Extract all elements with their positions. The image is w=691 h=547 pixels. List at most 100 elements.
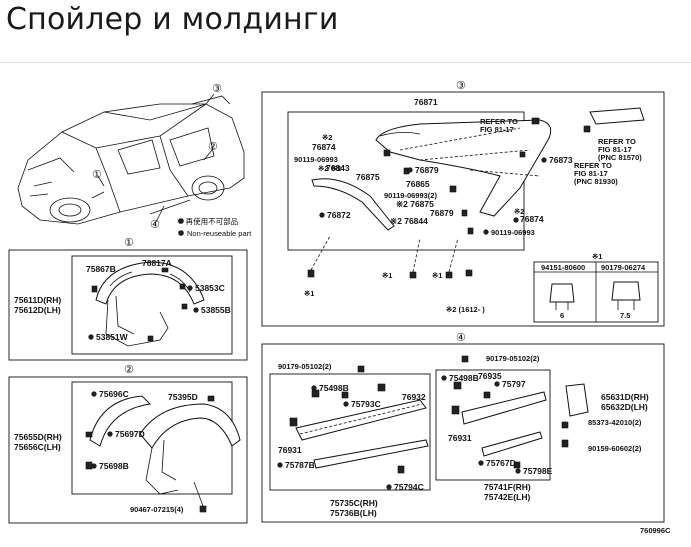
label-note: ※2 (1612- )	[446, 305, 485, 314]
car-callout-1: ①	[92, 169, 102, 181]
title-divider	[0, 62, 691, 63]
panel-3-frame	[261, 91, 665, 327]
label-90467: 90467-07215(4)	[130, 505, 184, 514]
label-refer3: REFER TO	[574, 161, 612, 170]
side-moldings	[289, 355, 589, 474]
car-callout-4: ④	[150, 219, 160, 231]
label-76843: 76843	[326, 163, 350, 173]
label-75793C: 75793C	[351, 399, 381, 409]
inset-dim-1: 6	[560, 311, 564, 320]
label-90119c: 90119-06993	[491, 228, 535, 237]
label-75498B-b: 75498B	[449, 373, 479, 383]
panel-4-inner-left	[269, 373, 431, 491]
inset-header-2: 90179-06274	[601, 263, 646, 272]
label-76931-a: 76931	[278, 445, 302, 455]
label-75742E: 75742E(LH)	[484, 492, 530, 502]
label-53855B: 53855B	[201, 305, 231, 315]
car-callout-2: ②	[208, 141, 218, 153]
label-75767D: 75767D	[486, 458, 516, 468]
wheel-arch-molding-rear	[85, 395, 241, 513]
label-53853C: 53853C	[195, 283, 225, 293]
label-76865: 76865	[406, 179, 430, 189]
label-76874a: 76874	[312, 142, 336, 152]
label-76873: 76873	[549, 155, 573, 165]
page-title: Спойлер и молдинги	[6, 2, 339, 37]
label-90119a: 90119-06993	[294, 155, 338, 164]
label-75612D: 75612D(LH)	[14, 305, 61, 315]
legend-en: Non-reuseable part	[187, 229, 252, 238]
panel-4-inner-right	[435, 369, 551, 481]
label-m1a: ※1	[304, 289, 314, 298]
label-65631D: 65631D(RH)	[601, 392, 649, 402]
label-90159: 90159-60602(2)	[588, 444, 642, 453]
label-m1b: ※1	[382, 271, 392, 280]
label-75736B: 75736B(LH)	[330, 508, 377, 518]
label-75797: 75797	[502, 379, 526, 389]
label-75787B: 75787B	[285, 460, 315, 470]
rear-spoiler	[307, 107, 645, 279]
car-callout-3: ③	[212, 83, 222, 95]
label-76932: 76932	[402, 392, 426, 402]
label-refer2: REFER TO	[598, 137, 636, 146]
footer-code: 760996C	[640, 526, 671, 535]
label-76931-b: 76931	[448, 433, 472, 443]
label-m2b: ※2 ※2	[318, 164, 341, 173]
label-m1c: ※1	[432, 271, 442, 280]
label-75867B: 75867B	[86, 264, 116, 274]
panel-4-frame	[261, 343, 665, 523]
label-75735C: 75735C(RH)	[330, 498, 378, 508]
label-85373: 85373-42010(2)	[588, 418, 642, 427]
label-76874b: 76874	[520, 214, 544, 224]
label-m2c: ※2	[514, 207, 524, 216]
inset-title: ※1	[592, 252, 602, 261]
label-90119b: 90119-06993(2)	[384, 191, 437, 200]
label-75611D: 75611D(RH)	[14, 295, 61, 305]
inset-clip-table	[533, 261, 659, 323]
label-75655D: 75655D(RH)	[14, 432, 62, 442]
label-76879b: 76879	[430, 208, 454, 218]
label-m2a: ※2	[322, 133, 332, 142]
label-75498B-a: 75498B	[319, 383, 349, 393]
label-76817A: 76817A	[142, 258, 172, 268]
label-65632D: 65632D(LH)	[601, 402, 648, 412]
inset-header-1: 94151-80600	[541, 263, 585, 272]
label-75741F: 75741F(RH)	[484, 482, 531, 492]
car-overview	[17, 93, 245, 225]
label-75794C: 75794C	[394, 482, 424, 492]
label-76879a: 76879	[415, 165, 439, 175]
inset-dim-2: 7.5	[620, 311, 630, 320]
label-75697D: 75697D	[115, 429, 145, 439]
panel-2-callout: ②	[124, 364, 134, 376]
panel-1-callout: ①	[124, 237, 134, 249]
panel-4-callout: ④	[456, 332, 466, 344]
label-76875a: 76875	[356, 172, 380, 182]
label-53851W: 53851W	[96, 332, 129, 342]
label-76871: 76871	[414, 97, 438, 107]
label-refer2b: FIG 81-17	[598, 145, 632, 154]
label-refer3b: FIG 81-17	[574, 169, 608, 178]
label-75395D: 75395D	[168, 392, 198, 402]
panel-1-frame	[8, 249, 248, 361]
label-75696C: 75696C	[99, 389, 129, 399]
panel-1-inner	[71, 255, 233, 355]
label-76844: ※2 76844	[390, 216, 428, 226]
label-90179b: 90179-05102(2)	[486, 354, 540, 363]
wheel-arch-molding-front	[91, 261, 205, 347]
label-refer3c: (PNC 81930)	[574, 177, 618, 186]
label-refer1: REFER TO	[480, 117, 518, 126]
label-75656C: 75656C(LH)	[14, 442, 61, 452]
legend-dot-marker	[178, 230, 184, 236]
label-76875b: ※2 76875	[396, 199, 434, 209]
label-refer1b: FIG 81-17	[480, 125, 514, 134]
panel-2-frame	[8, 376, 248, 524]
panel-3-callout: ③	[456, 80, 466, 92]
label-76872: 76872	[327, 210, 351, 220]
label-90179a: 90179-05102(2)	[278, 362, 332, 371]
label-75798E: 75798E	[523, 466, 553, 476]
legend-jp: ＊ 再使用不可部品	[176, 216, 238, 226]
label-76935: 76935	[478, 371, 502, 381]
legend-star-marker	[178, 218, 184, 224]
label-refer2c: (PNC 81570)	[598, 153, 642, 162]
label-75698B: 75698B	[99, 461, 129, 471]
